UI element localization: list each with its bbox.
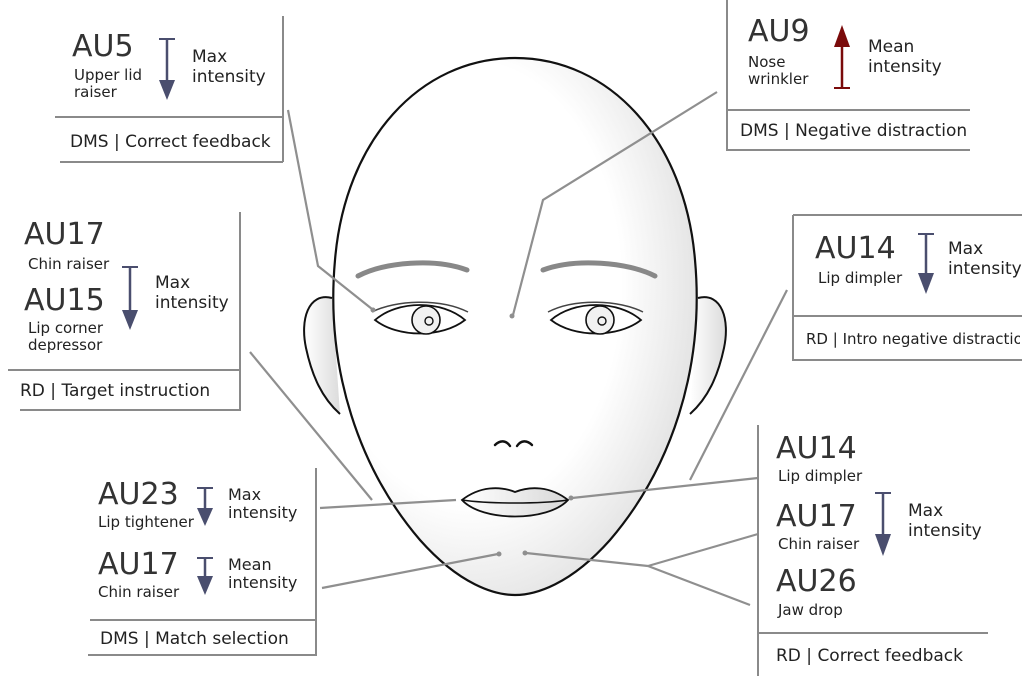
up-arrow-icon bbox=[834, 25, 850, 88]
au-code: AU14 bbox=[776, 432, 857, 467]
leader-au17-26-right-a bbox=[648, 534, 758, 566]
au-description: Lip corner depressor bbox=[28, 320, 103, 355]
au-description: Lip dimpler bbox=[778, 468, 862, 485]
down-arrow-icon bbox=[918, 234, 934, 294]
down-arrow-icon bbox=[875, 493, 891, 556]
leader-au9-end bbox=[510, 314, 515, 319]
leader-au5-end bbox=[371, 308, 376, 313]
au-description: Chin raiser bbox=[28, 256, 109, 273]
leader-au17-26-right-b bbox=[648, 566, 750, 605]
measure-label: Max intensity bbox=[155, 274, 229, 313]
au-code: AU26 bbox=[776, 565, 857, 600]
down-arrow-icon bbox=[159, 39, 175, 100]
down-arrow-icon bbox=[197, 558, 213, 595]
au-description: Upper lid raiser bbox=[74, 67, 142, 102]
au-code: AU14 bbox=[815, 232, 896, 267]
au-description: Chin raiser bbox=[98, 584, 179, 601]
leader-au14-bottom-end bbox=[569, 496, 574, 501]
au-description: Chin raiser bbox=[778, 536, 859, 553]
face-drawing bbox=[304, 58, 726, 595]
leader-au17-26-right-end bbox=[523, 551, 528, 556]
au-description: Nose wrinkler bbox=[748, 54, 808, 89]
au-code: AU9 bbox=[748, 15, 810, 50]
measure-label: Max intensity bbox=[228, 486, 297, 523]
panel-footer: DMS | Correct feedback bbox=[70, 133, 271, 153]
down-arrow-icon bbox=[197, 488, 213, 526]
panel-footer: RD | Correct feedback bbox=[776, 647, 963, 667]
au-description: Lip dimpler bbox=[818, 270, 902, 287]
panel-footer: RD | Intro negative distraction bbox=[806, 330, 1020, 350]
panel-footer: RD | Target instruction bbox=[20, 382, 210, 402]
measure-label: Max intensity bbox=[948, 240, 1022, 279]
au-code: AU5 bbox=[72, 30, 134, 65]
au-code: AU17 bbox=[24, 218, 105, 253]
leader-au17-bottom-end bbox=[497, 552, 502, 557]
measure-label: Max intensity bbox=[908, 502, 982, 541]
panel-footer: DMS | Negative distraction bbox=[740, 122, 967, 142]
au-code: AU17 bbox=[776, 500, 857, 535]
measure-label: Mean intensity bbox=[228, 556, 297, 593]
au-description: Lip tightener bbox=[98, 514, 194, 531]
panel-footer: DMS | Match selection bbox=[100, 630, 289, 650]
measure-label: Max intensity bbox=[192, 48, 266, 87]
down-arrow-icon bbox=[122, 267, 138, 330]
panel-footer-text: RD | Intro negative distraction bbox=[806, 330, 1020, 348]
au-code: AU17 bbox=[98, 548, 179, 583]
au-code: AU15 bbox=[24, 284, 105, 319]
measure-label: Mean intensity bbox=[868, 38, 942, 77]
au-code: AU23 bbox=[98, 478, 179, 513]
au-description: Jaw drop bbox=[778, 602, 843, 619]
